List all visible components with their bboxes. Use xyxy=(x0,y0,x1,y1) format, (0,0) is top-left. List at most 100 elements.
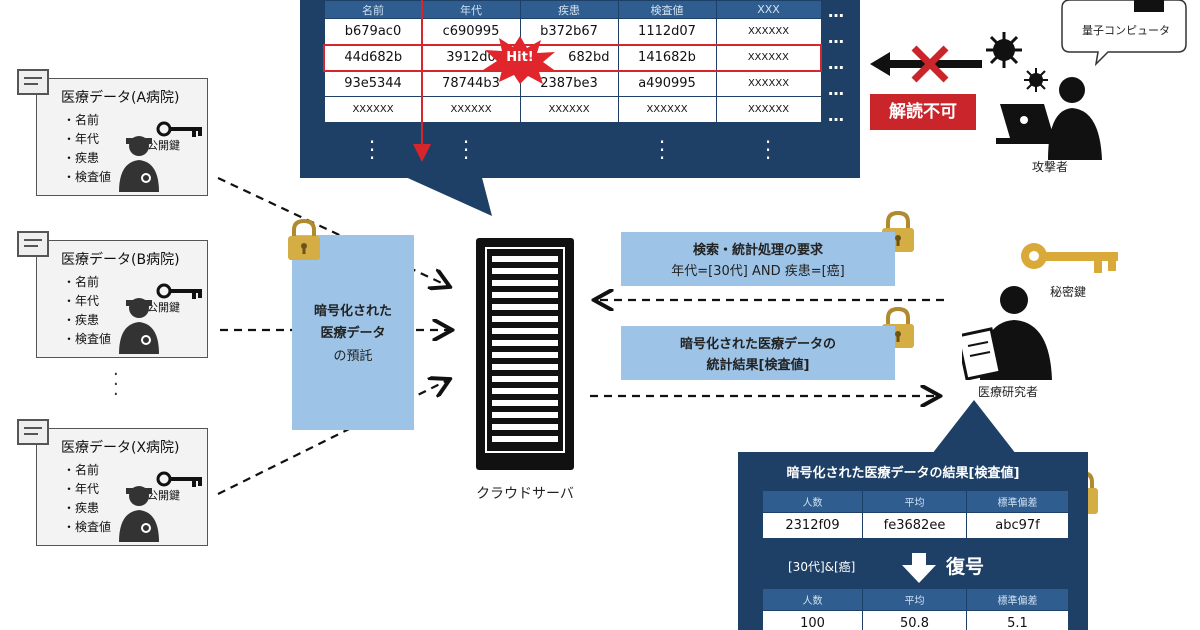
column-header: 標準偏差 xyxy=(966,490,1069,513)
public-key-label: 公開鍵 xyxy=(147,139,180,152)
column-header: 人数 xyxy=(762,588,863,611)
request-title: 検索・統計処理の要求 xyxy=(692,243,823,258)
row-ellipsis: … xyxy=(828,28,845,47)
server-rack-slots xyxy=(482,247,568,468)
encrypted-data-table: 名前 年代 疾患 検査値 XXX b679ac0 c690995 b372b67… xyxy=(323,0,822,123)
hospital-card-title: 医療データ(A病院) xyxy=(61,90,180,106)
search-arrow xyxy=(413,0,431,162)
response-line2: 統計結果[検査値] xyxy=(706,358,810,373)
public-key-icon xyxy=(156,471,202,487)
table-row: b679ac0 c690995 b372b67 1112d07 XXXXXX xyxy=(323,18,822,45)
card-item: ・検査値 xyxy=(63,332,112,346)
public-key-icon xyxy=(156,283,202,299)
virus-icon xyxy=(986,32,1022,68)
table-cell: a490995 xyxy=(617,70,717,97)
card-item: ・年代 xyxy=(63,132,100,146)
card-item: ・年代 xyxy=(63,294,100,308)
consignment-box xyxy=(292,235,414,430)
card-item: ・名前 xyxy=(63,113,100,127)
researcher-label: 医療研究者 xyxy=(977,385,1038,399)
card-item: ・疾患 xyxy=(63,313,100,327)
column-header: 検査値 xyxy=(617,0,717,19)
row-ellipsis: … xyxy=(828,106,845,125)
column-dots: ··· xyxy=(368,130,376,170)
result-panel-callout-tail xyxy=(932,400,1016,454)
decrypt-fail-badge: 解読不可 xyxy=(870,94,976,130)
result-condition: [30代]&[癌] xyxy=(788,560,856,574)
row-ellipsis: … xyxy=(828,54,845,73)
table-row: 100 50.8 5.1 xyxy=(762,610,1069,630)
virus-icon xyxy=(1024,68,1048,92)
cloud-server-icon xyxy=(476,238,574,470)
table-cell: XXXXXX xyxy=(421,96,521,123)
consignment-line2: 医療データ xyxy=(320,326,386,341)
server-label: クラウドサーバ xyxy=(476,486,574,502)
table-cell: XXXXXX xyxy=(715,18,822,45)
public-key-icon xyxy=(156,121,202,137)
column-header: 平均 xyxy=(862,490,967,513)
doctor-icon xyxy=(119,136,159,192)
table-cell: 1112d07 xyxy=(617,18,717,45)
table-cell: 2387be3 xyxy=(519,70,619,97)
attacker-icon xyxy=(996,77,1102,160)
table-cell: 5.1 xyxy=(966,610,1069,630)
consignment-line1: 暗号化された xyxy=(313,304,392,319)
table-header-row: 名前 年代 疾患 検査値 XXX xyxy=(323,0,822,19)
table-cell: XXXXXX xyxy=(715,96,822,123)
more-hospitals-dots: ··· xyxy=(113,364,119,405)
table-cell: XXXXXX xyxy=(715,43,822,72)
table-header-row: 人数 平均 標準偏差 xyxy=(762,588,1069,611)
attacker-label: 攻撃者 xyxy=(1031,160,1068,174)
row-ellipsis: … xyxy=(828,2,845,21)
database-panel-callout-tail xyxy=(390,170,492,216)
statistics-response-box: 暗号化された医療データの 統計結果[検査値] xyxy=(621,326,895,380)
table-row: XXXXXX XXXXXX XXXXXX XXXXXX XXXXXX xyxy=(323,96,822,123)
card-item: ・名前 xyxy=(63,275,100,289)
column-dots: ··· xyxy=(462,130,470,170)
secret-key-label: 秘密鍵 xyxy=(1050,285,1087,299)
table-cell: abc97f xyxy=(966,512,1069,539)
public-key-label: 公開鍵 xyxy=(147,301,180,314)
table-cell: XXXXXX xyxy=(323,96,423,123)
hospital-card-items: ・名前 ・年代 ・疾患 ・検査値 xyxy=(63,273,111,349)
request-query: 年代=[30代] AND 疾患=[癌] xyxy=(671,264,845,279)
response-line1: 暗号化された医療データの xyxy=(679,337,836,352)
table-cell: b679ac0 xyxy=(323,18,423,45)
hospital-card-items: ・名前 ・年代 ・疾患 ・検査値 xyxy=(63,111,111,187)
card-item: ・名前 xyxy=(63,463,100,477)
table-row: 2312f09 fe3682ee abc97f xyxy=(762,512,1069,539)
result-title: 暗号化された医療データの結果[検査値] xyxy=(786,466,1020,481)
table-cell: c690995 xyxy=(421,18,521,45)
table-cell: fe3682ee xyxy=(862,512,967,539)
document-icon xyxy=(17,69,49,95)
doctor-icon xyxy=(119,486,159,542)
table-cell: 93e5344 xyxy=(323,70,423,97)
card-item: ・検査値 xyxy=(63,520,112,534)
table-cell: 100 xyxy=(762,610,863,630)
table-row: 93e5344 78744b3 2387be3 a490995 XXXXXX xyxy=(323,70,822,97)
column-header: 平均 xyxy=(862,588,967,611)
blocked-arrow xyxy=(870,45,982,83)
decrypt-down-arrow-icon xyxy=(902,553,936,583)
row-ellipsis: … xyxy=(828,80,845,99)
hit-burst-icon xyxy=(483,36,557,84)
lock-icon xyxy=(288,218,320,260)
decrypted-result-table: 人数 平均 標準偏差 100 50.8 5.1 xyxy=(762,588,1069,630)
table-cell: 2312f09 xyxy=(762,512,863,539)
column-dots: ··· xyxy=(658,130,666,170)
card-item: ・疾患 xyxy=(63,151,100,165)
decrypt-label: 復号 xyxy=(946,556,985,578)
card-item: ・年代 xyxy=(63,482,100,496)
hit-label: Hit! xyxy=(506,50,534,65)
hospital-card-items: ・名前 ・年代 ・疾患 ・検査値 xyxy=(63,461,111,537)
table-cell: 44d682b xyxy=(323,43,423,72)
column-header: 名前 xyxy=(323,0,423,19)
column-header: 人数 xyxy=(762,490,863,513)
table-header-row: 人数 平均 標準偏差 xyxy=(762,490,1069,513)
encrypted-result-table: 人数 平均 標準偏差 2312f09 fe3682ee abc97f xyxy=(762,490,1069,539)
quantum-computer-label: 量子コンピュータ xyxy=(1082,24,1170,37)
column-header: 標準偏差 xyxy=(966,588,1069,611)
document-icon xyxy=(17,231,49,257)
secret-key-icon xyxy=(1021,243,1118,273)
column-header: 疾患 xyxy=(519,0,619,19)
